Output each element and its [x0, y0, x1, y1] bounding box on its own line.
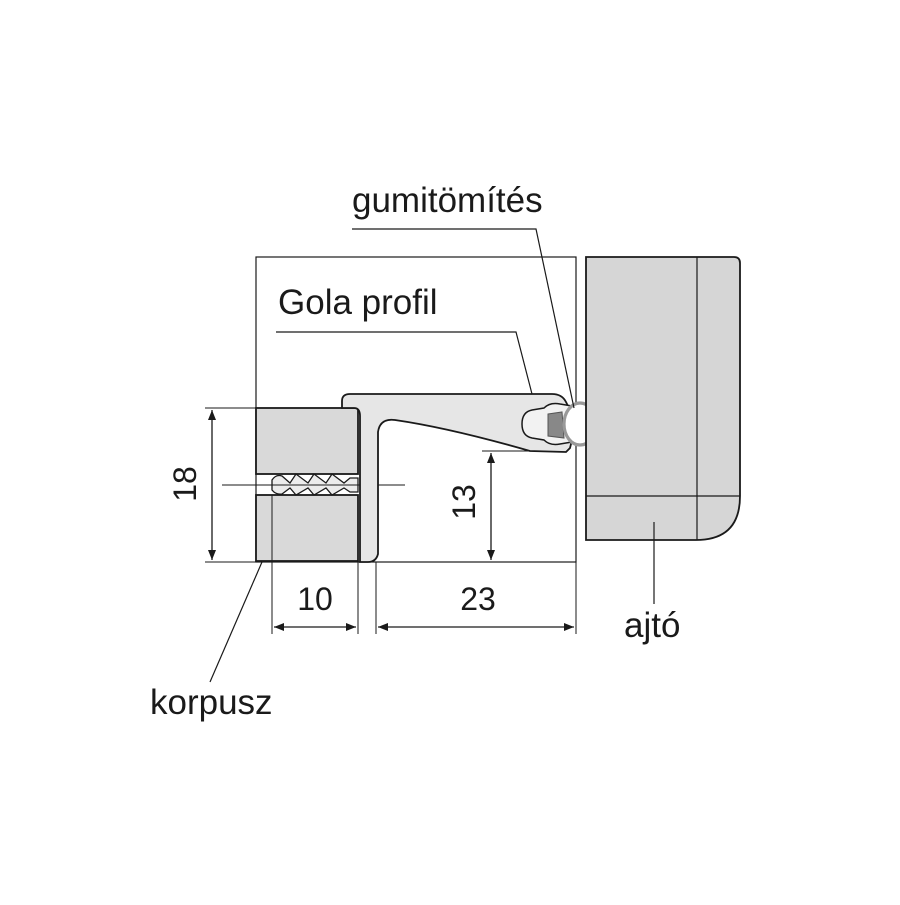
- seal-insert: [547, 411, 565, 439]
- dim-label-18: 18: [167, 466, 203, 502]
- dim-label-23: 23: [460, 581, 496, 617]
- door: [585, 256, 741, 541]
- label-rubber-seal: gumitömítés: [352, 181, 543, 220]
- dim-label-10: 10: [297, 581, 333, 617]
- label-gola-profile: Gola profil: [278, 283, 438, 322]
- label-door: ajtó: [624, 606, 680, 645]
- label-carcass: korpusz: [150, 683, 273, 722]
- leader-rubber-seal: [352, 228, 575, 409]
- gola-profile: [341, 393, 575, 563]
- leader-carcass: [209, 561, 263, 683]
- leader-gola-profile: [276, 331, 533, 395]
- carcass-bottom-panel: [255, 494, 359, 562]
- carcass-top-panel: [255, 407, 359, 475]
- dim-label-13: 13: [446, 484, 482, 520]
